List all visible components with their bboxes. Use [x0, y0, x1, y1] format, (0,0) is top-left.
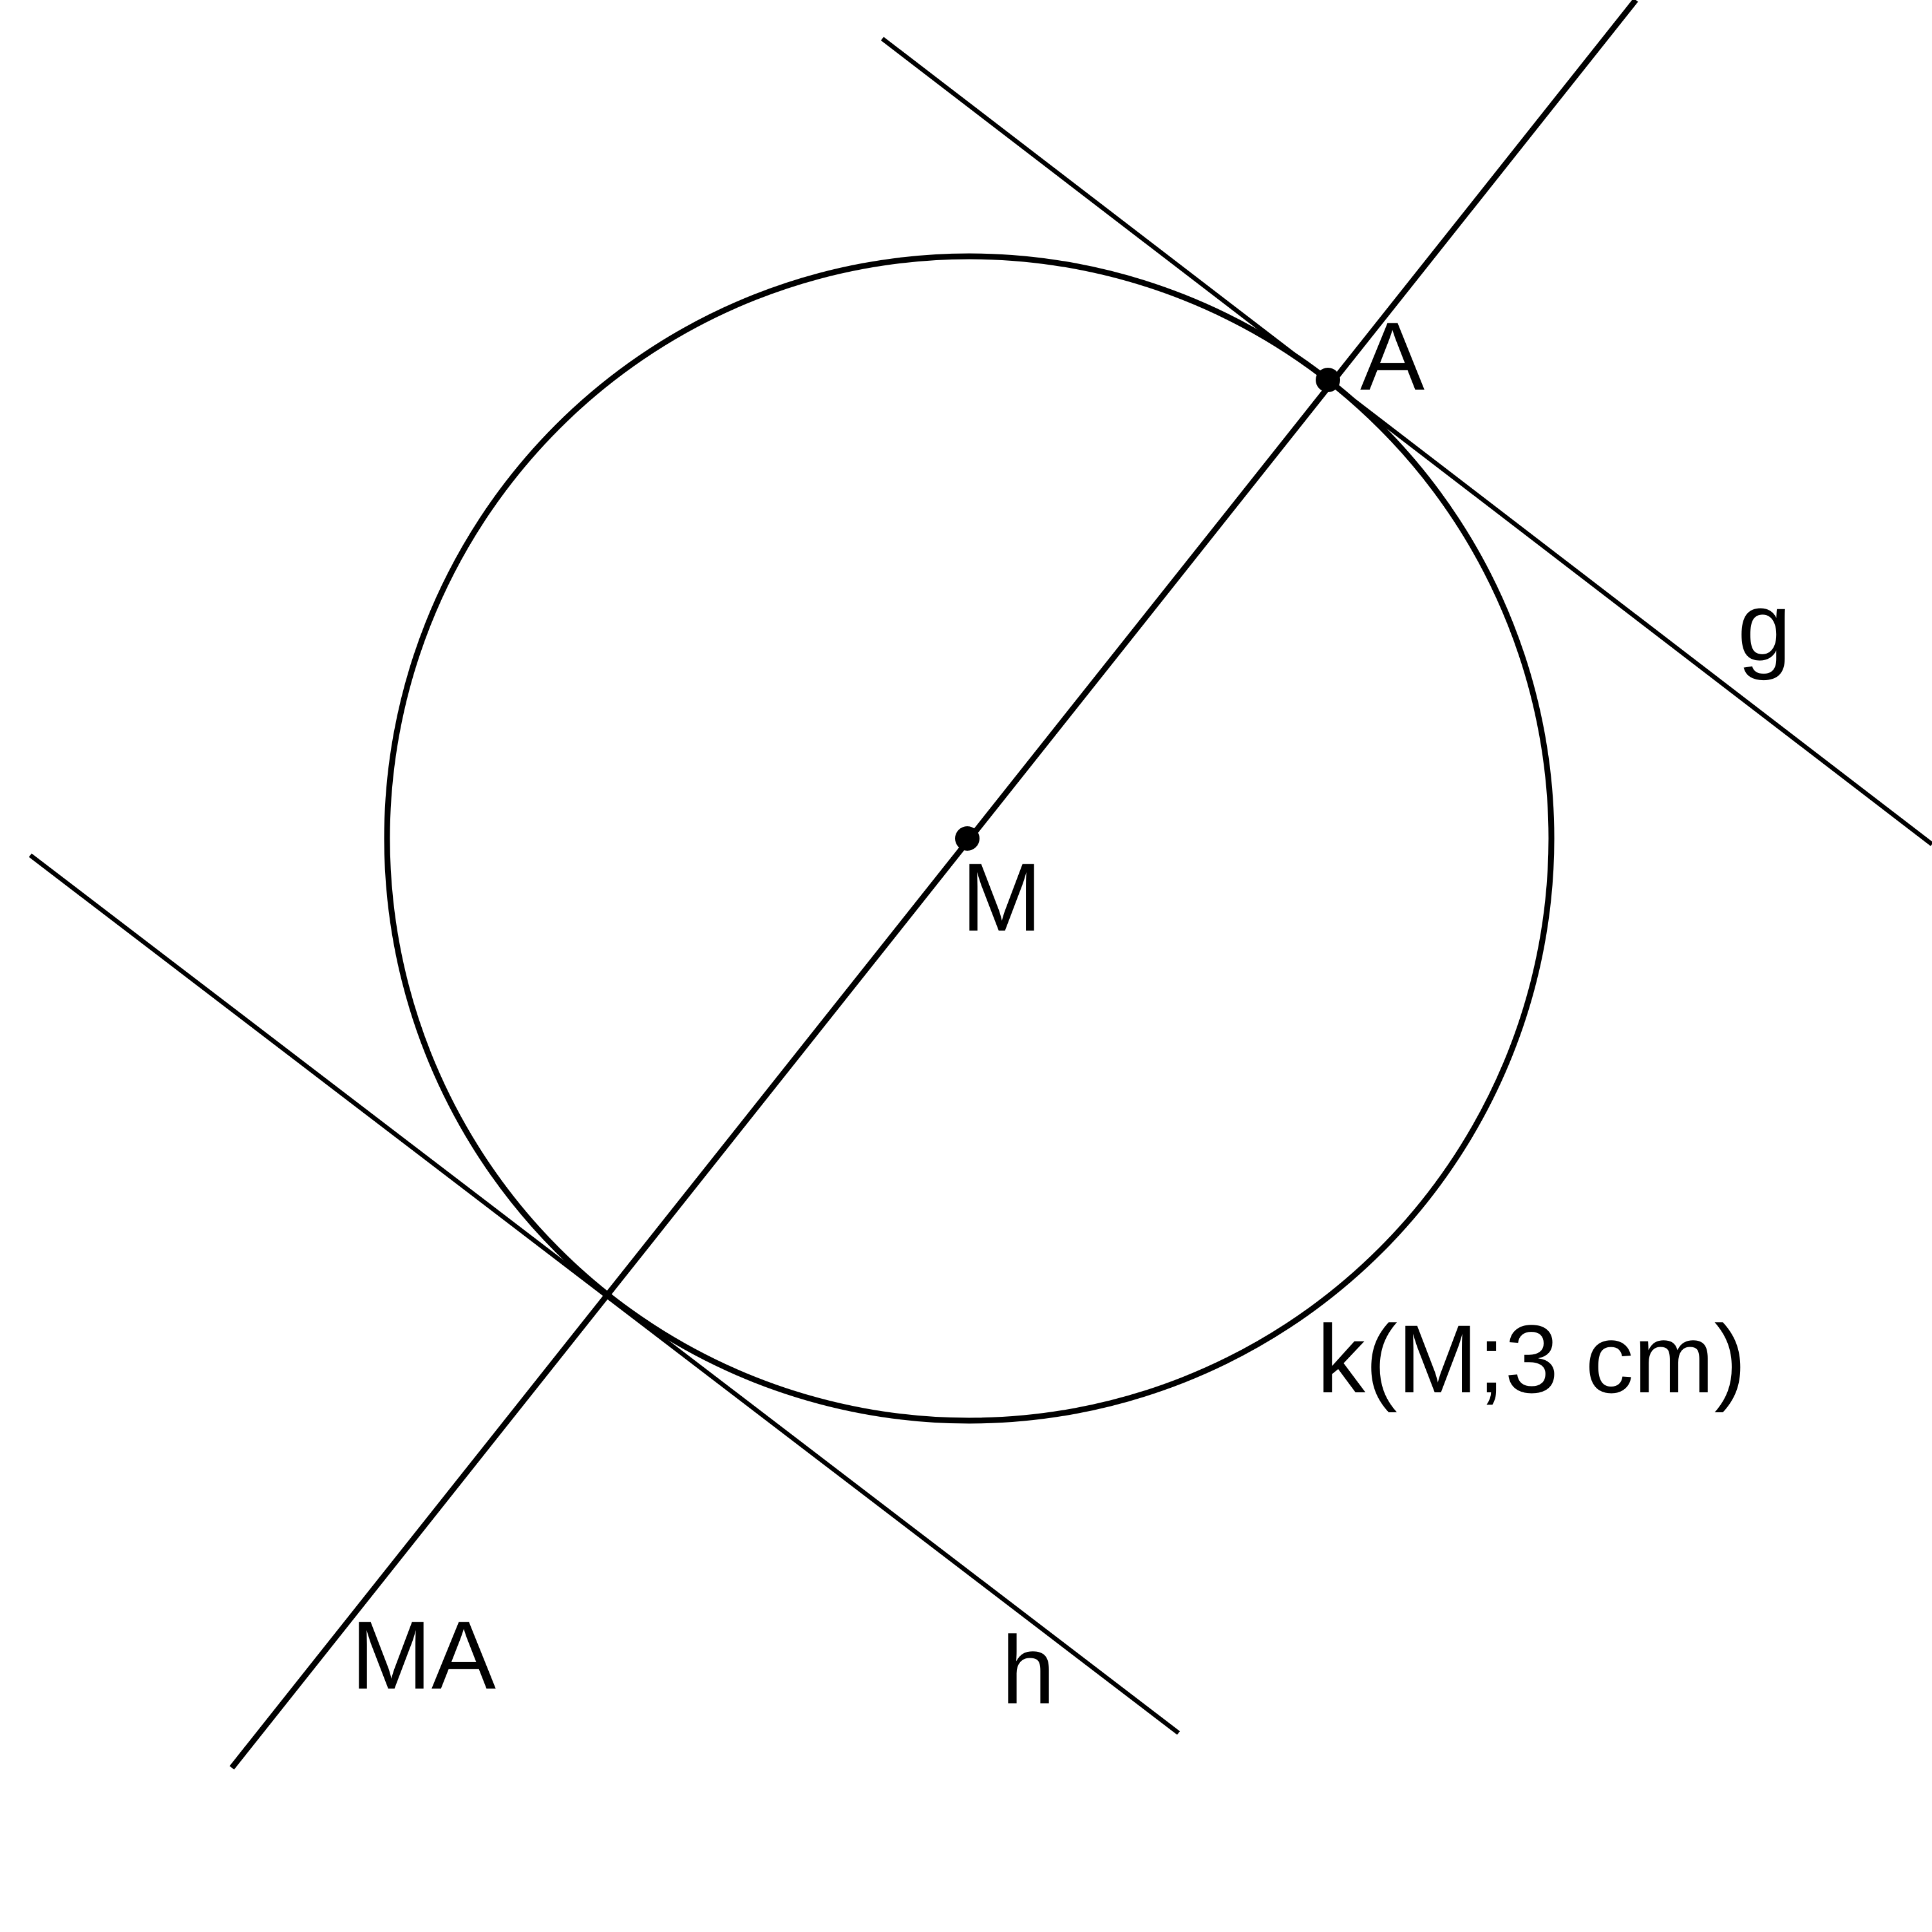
point-m-label: M [961, 843, 1042, 951]
line-ma [229, 0, 1638, 1770]
line-h-label: h [1001, 1616, 1055, 1724]
point-m-dot [955, 826, 980, 851]
point-a-dot [1316, 368, 1340, 392]
point-a-label: A [1360, 302, 1425, 410]
circle-k [384, 253, 1555, 1424]
circle-k-label: k(M;3 cm) [1317, 1305, 1747, 1413]
tangent-line-g [880, 37, 1932, 846]
tangent-line-h [28, 853, 1180, 1735]
line-g-label: g [1738, 573, 1791, 681]
line-ma-label: MA [351, 1601, 496, 1709]
